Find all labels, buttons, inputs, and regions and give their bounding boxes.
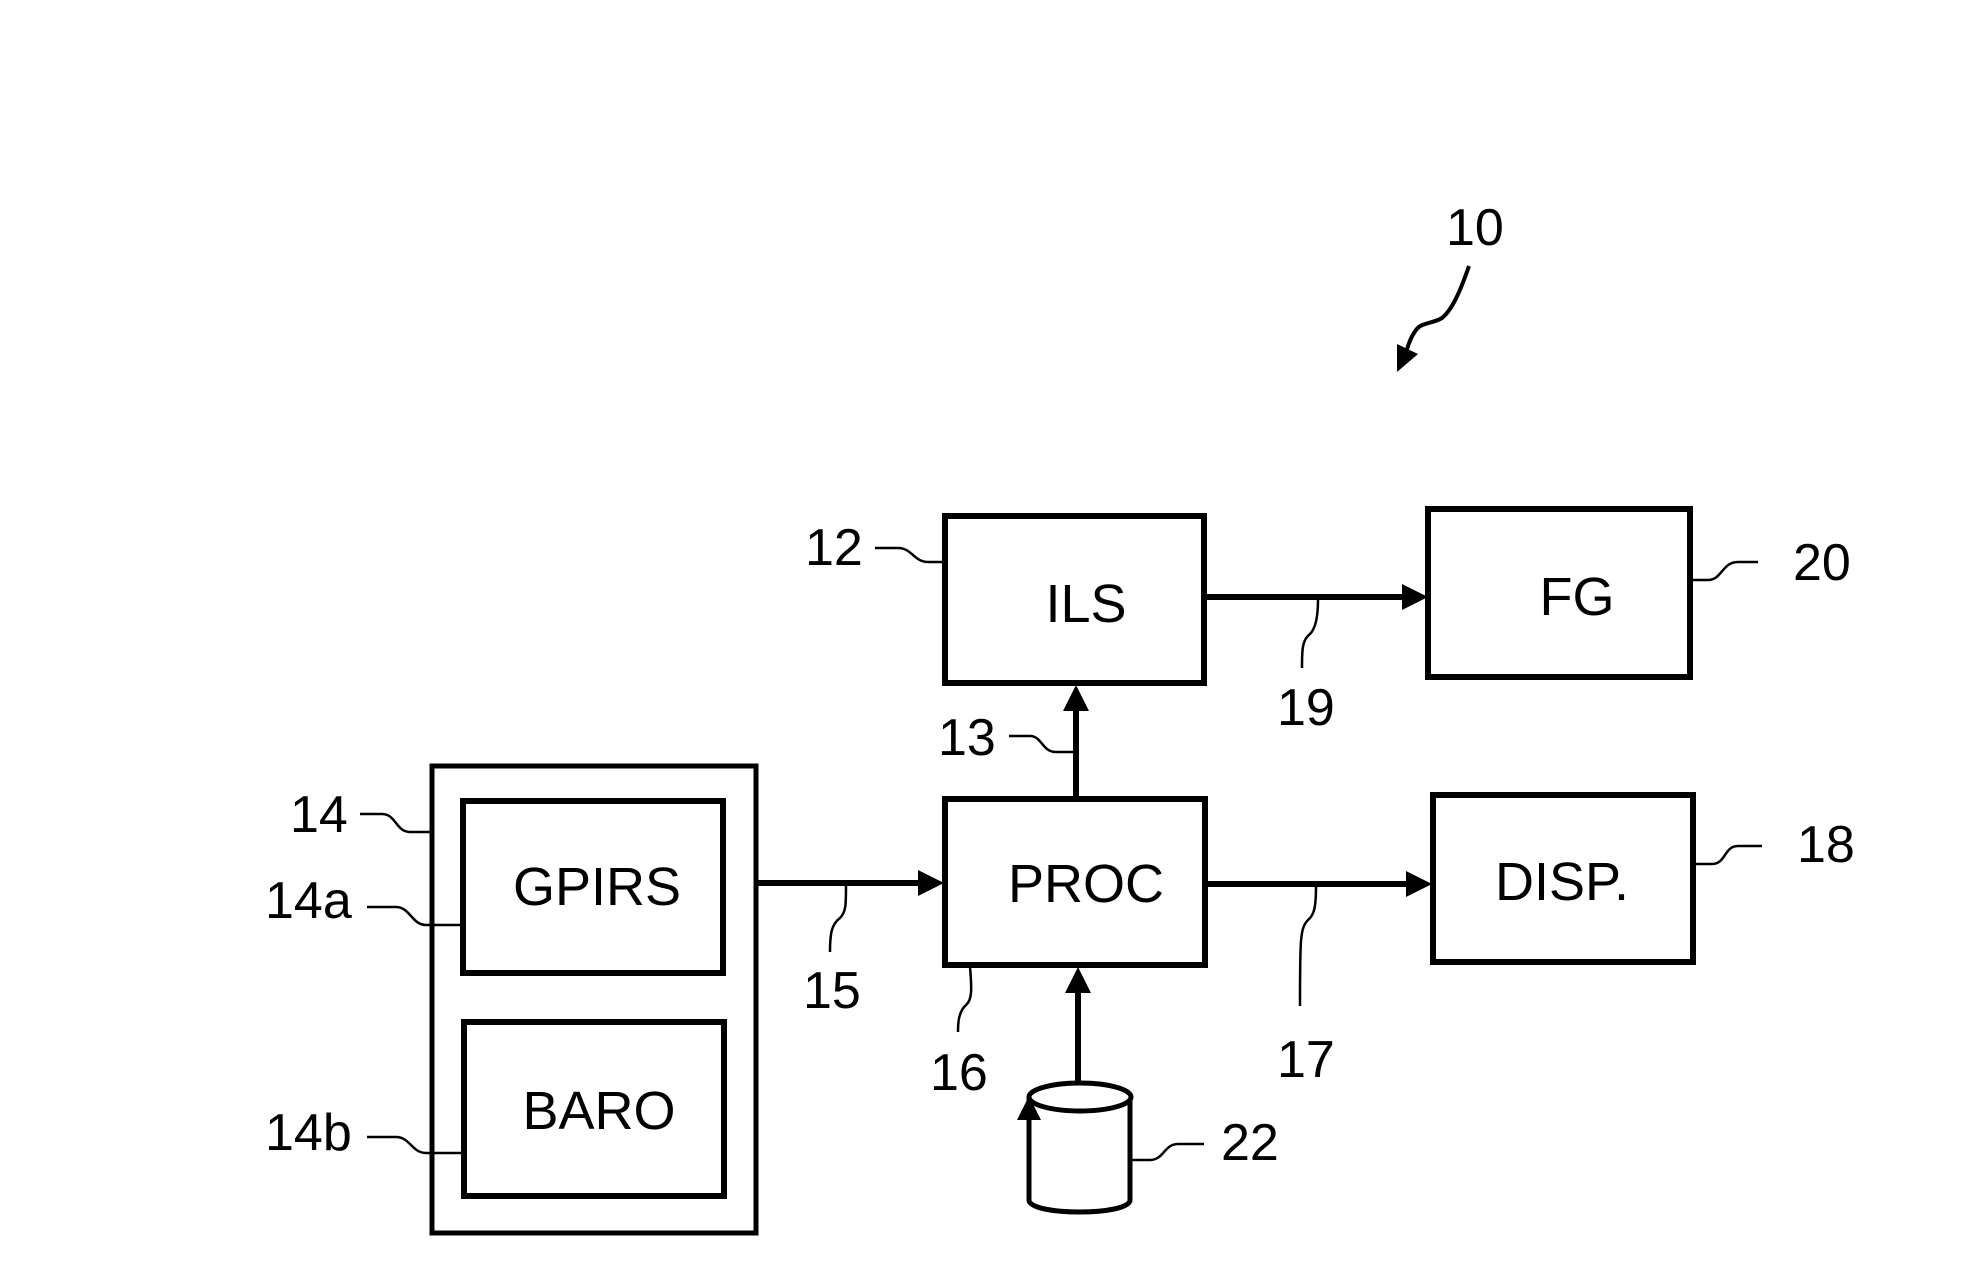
proc-block[interactable]: PROC bbox=[942, 796, 1208, 968]
ref-label-13: 13 bbox=[938, 709, 996, 767]
ils-ref: 12 bbox=[805, 519, 945, 577]
database-edge-arrowhead bbox=[1017, 1096, 1041, 1120]
leader-15 bbox=[828, 884, 848, 953]
database-ref: 22 bbox=[1132, 1114, 1279, 1172]
gpirs-ref: 14a bbox=[265, 872, 463, 930]
ref-label-14b: 14b bbox=[265, 1104, 352, 1162]
system-reference: 10 bbox=[1397, 199, 1504, 372]
ref-label-10: 10 bbox=[1446, 199, 1504, 257]
system-pointer-arrow bbox=[1403, 265, 1471, 361]
proc-to-disp-connection: 17 bbox=[1205, 871, 1432, 1089]
fg-block[interactable]: FG bbox=[1425, 506, 1693, 680]
disp-ref: 18 bbox=[1695, 816, 1855, 874]
baro-block[interactable]: BARO bbox=[461, 1019, 727, 1199]
ref-label-16: 16 bbox=[930, 1044, 988, 1102]
gpirs-block[interactable]: GPIRS bbox=[460, 798, 726, 976]
fg-label: FG bbox=[1540, 567, 1615, 627]
ils-label: ILS bbox=[1045, 574, 1126, 634]
proc-label: PROC bbox=[1008, 854, 1164, 914]
disp-block[interactable]: DISP. bbox=[1430, 792, 1696, 965]
leader-18 bbox=[1695, 844, 1762, 866]
leader-17 bbox=[1298, 885, 1318, 1007]
database-to-proc-connection bbox=[1065, 967, 1091, 1083]
leader-14a bbox=[367, 905, 463, 927]
baro-label: BARO bbox=[522, 1081, 675, 1141]
leader-19 bbox=[1300, 599, 1320, 669]
database-cylinder[interactable] bbox=[1017, 1080, 1134, 1215]
ref-label-12: 12 bbox=[805, 519, 863, 577]
ref-label-15: 15 bbox=[803, 962, 861, 1020]
ref-label-19: 19 bbox=[1277, 679, 1335, 737]
proc-ref: 16 bbox=[930, 966, 988, 1102]
database-to-proc-arrowhead bbox=[1065, 967, 1091, 993]
database-cylinder-body bbox=[1026, 1097, 1133, 1215]
ref-label-17: 17 bbox=[1277, 1031, 1335, 1089]
ref-label-14: 14 bbox=[290, 786, 348, 844]
proc-to-ils-arrowhead bbox=[1063, 685, 1089, 711]
ils-to-fg-connection: 19 bbox=[1204, 584, 1428, 737]
proc-to-ils-connection: 13 bbox=[938, 685, 1089, 799]
leader-14b bbox=[367, 1135, 464, 1155]
leader-14 bbox=[360, 812, 432, 834]
gpirs-label: GPIRS bbox=[513, 857, 681, 917]
ref-label-18: 18 bbox=[1797, 816, 1855, 874]
ils-to-fg-arrowhead bbox=[1402, 584, 1428, 610]
leader-20 bbox=[1690, 560, 1758, 582]
ref-label-22: 22 bbox=[1221, 1114, 1279, 1172]
proc-to-disp-arrowhead bbox=[1406, 871, 1432, 897]
ils-block[interactable]: ILS bbox=[942, 513, 1207, 686]
leader-13 bbox=[1009, 734, 1076, 754]
fg-ref: 20 bbox=[1690, 534, 1851, 592]
disp-label: DISP. bbox=[1495, 852, 1629, 912]
system-pointer-arrowhead bbox=[1397, 344, 1418, 372]
leader-22 bbox=[1132, 1142, 1204, 1162]
baro-ref: 14b bbox=[265, 1104, 464, 1162]
sensor-to-proc-arrowhead bbox=[918, 870, 944, 896]
leader-16 bbox=[956, 966, 973, 1033]
database-cylinder-top bbox=[1026, 1080, 1134, 1114]
ref-label-14a: 14a bbox=[265, 872, 352, 930]
sensor-unit-ref: 14 bbox=[290, 786, 432, 844]
sensor-to-proc-connection: 15 bbox=[756, 870, 944, 1020]
leader-12 bbox=[875, 546, 945, 564]
ref-label-20: 20 bbox=[1793, 534, 1851, 592]
